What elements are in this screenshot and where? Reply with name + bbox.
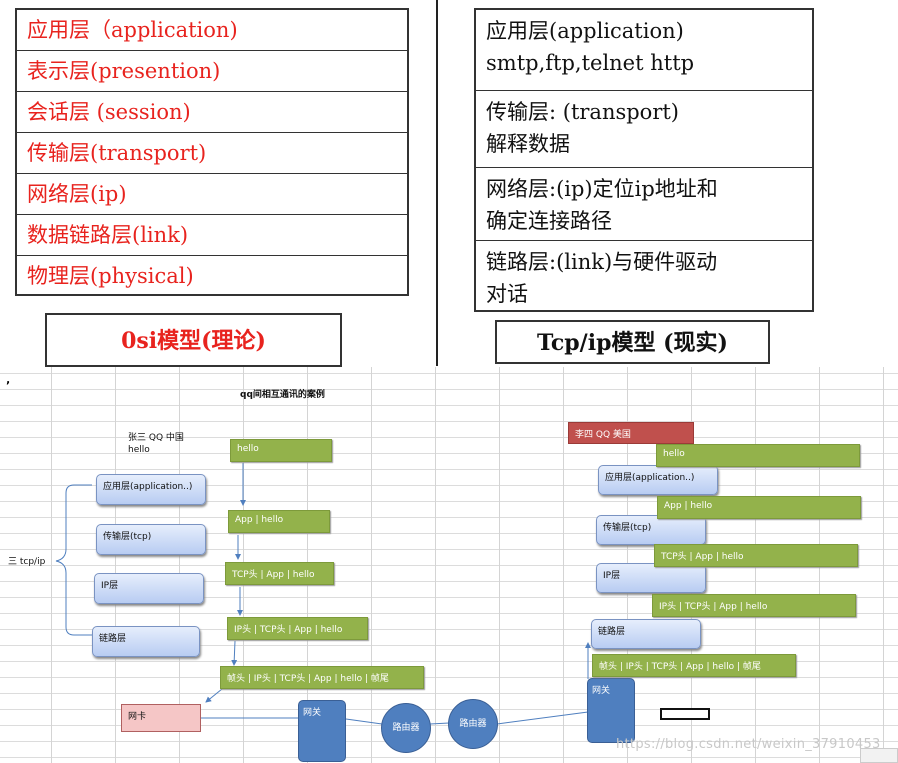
left-layer-application: 应用层(application..) bbox=[96, 474, 206, 505]
tcpip-model-table: 应用层(application) smtp,ftp,telnet http 传输… bbox=[474, 8, 814, 312]
diagram-title: qq间相互通讯的案例 bbox=[240, 390, 325, 400]
right-packet-hello: hello bbox=[656, 444, 860, 467]
right-packet-ip: IP头 | TCP头 | App | hello bbox=[652, 594, 856, 617]
tcpip-layer-desc: 对话 bbox=[486, 282, 528, 306]
tcpip-layer-title: 应用层(application) bbox=[486, 19, 684, 43]
router-2: 路由器 bbox=[448, 699, 498, 749]
left-layer-transport: 传输层(tcp) bbox=[96, 524, 206, 555]
tcpip-layer-desc: smtp,ftp,telnet http bbox=[486, 51, 695, 75]
right-layer-ip: IP层 bbox=[596, 563, 706, 593]
tcpip-layer-title: 链路层:(link)与硬件驱动 bbox=[486, 250, 718, 274]
right-packet-frame: 帧头 | IP头 | TCP头 | App | hello | 帧尾 bbox=[592, 654, 796, 677]
osi-layer-application: 应用层（application) bbox=[17, 10, 407, 51]
qq-communication-diagram: ʼ qq间相互通讯的案例 张三 QQ 中国 hello 三 tcp/ip 应用层… bbox=[0, 367, 898, 763]
osi-layer-presentation: 表示层(presention) bbox=[17, 51, 407, 92]
left-stack-label: 三 tcp/ip bbox=[8, 557, 46, 567]
tcpip-layer-transport: 传输层: (transport) 解释数据 bbox=[476, 91, 812, 168]
receiver-name: 李四 QQ 美国 bbox=[568, 422, 694, 444]
connector-lines bbox=[55, 463, 591, 725]
tcpip-layer-desc: 确定连接路径 bbox=[486, 209, 612, 233]
right-layer-link: 链路层 bbox=[591, 619, 701, 649]
right-layer-application: 应用层(application..) bbox=[598, 465, 718, 495]
tcpip-model-caption: Tcp/ip模型 (现实) bbox=[495, 320, 770, 364]
watermark: https://blog.csdn.net/weixin_37910453 bbox=[616, 737, 881, 752]
osi-model-table: 应用层（application) 表示层(presention) 会话层 (se… bbox=[15, 8, 409, 296]
corner-mark: ʼ bbox=[6, 379, 11, 392]
left-packet-frame: 帧头 | IP头 | TCP头 | App | hello | 帧尾 bbox=[220, 666, 424, 689]
tcpip-layer-network: 网络层:(ip)定位ip地址和 确定连接路径 bbox=[476, 168, 812, 241]
tcpip-layer-title: 网络层:(ip)定位ip地址和 bbox=[486, 177, 718, 201]
tcpip-layer-link: 链路层:(link)与硬件驱动 对话 bbox=[476, 241, 812, 310]
router-1: 路由器 bbox=[381, 703, 431, 753]
left-packet-tcp: TCP头 | App | hello bbox=[225, 562, 334, 585]
section-divider bbox=[436, 0, 438, 366]
tcpip-layer-title: 传输层: (transport) bbox=[486, 100, 679, 124]
empty-cell-box bbox=[660, 708, 710, 720]
osi-model-caption: 0si模型(理论) bbox=[45, 313, 342, 367]
left-packet-ip: IP头 | TCP头 | App | hello bbox=[227, 617, 368, 640]
right-packet-tcp: TCP头 | App | hello bbox=[654, 544, 858, 567]
left-gateway: 网关 bbox=[298, 700, 346, 762]
left-packet-app: App | hello bbox=[228, 510, 330, 533]
right-gateway: 网关 bbox=[587, 678, 635, 743]
tcpip-layer-desc: 解释数据 bbox=[486, 132, 570, 156]
network-card: 网卡 bbox=[121, 704, 201, 732]
osi-layer-session: 会话层 (session) bbox=[17, 92, 407, 133]
osi-layer-transport: 传输层(transport) bbox=[17, 133, 407, 174]
left-layer-link: 链路层 bbox=[92, 626, 200, 657]
osi-layer-physical: 物理层(physical) bbox=[27, 264, 194, 288]
right-layer-transport: 传输层(tcp) bbox=[596, 515, 706, 545]
sender-name: 张三 QQ 中国 bbox=[128, 433, 184, 443]
corner-badge bbox=[860, 748, 898, 763]
osi-layer-network: 网络层(ip) bbox=[17, 174, 407, 215]
tcpip-layer-application: 应用层(application) smtp,ftp,telnet http bbox=[476, 10, 812, 91]
right-packet-app: App | hello bbox=[657, 496, 861, 519]
left-layer-ip: IP层 bbox=[94, 573, 204, 604]
osi-layer-datalink: 数据链路层(link) bbox=[17, 215, 407, 256]
left-packet-hello: hello bbox=[230, 439, 332, 462]
sender-message: hello bbox=[128, 445, 150, 455]
